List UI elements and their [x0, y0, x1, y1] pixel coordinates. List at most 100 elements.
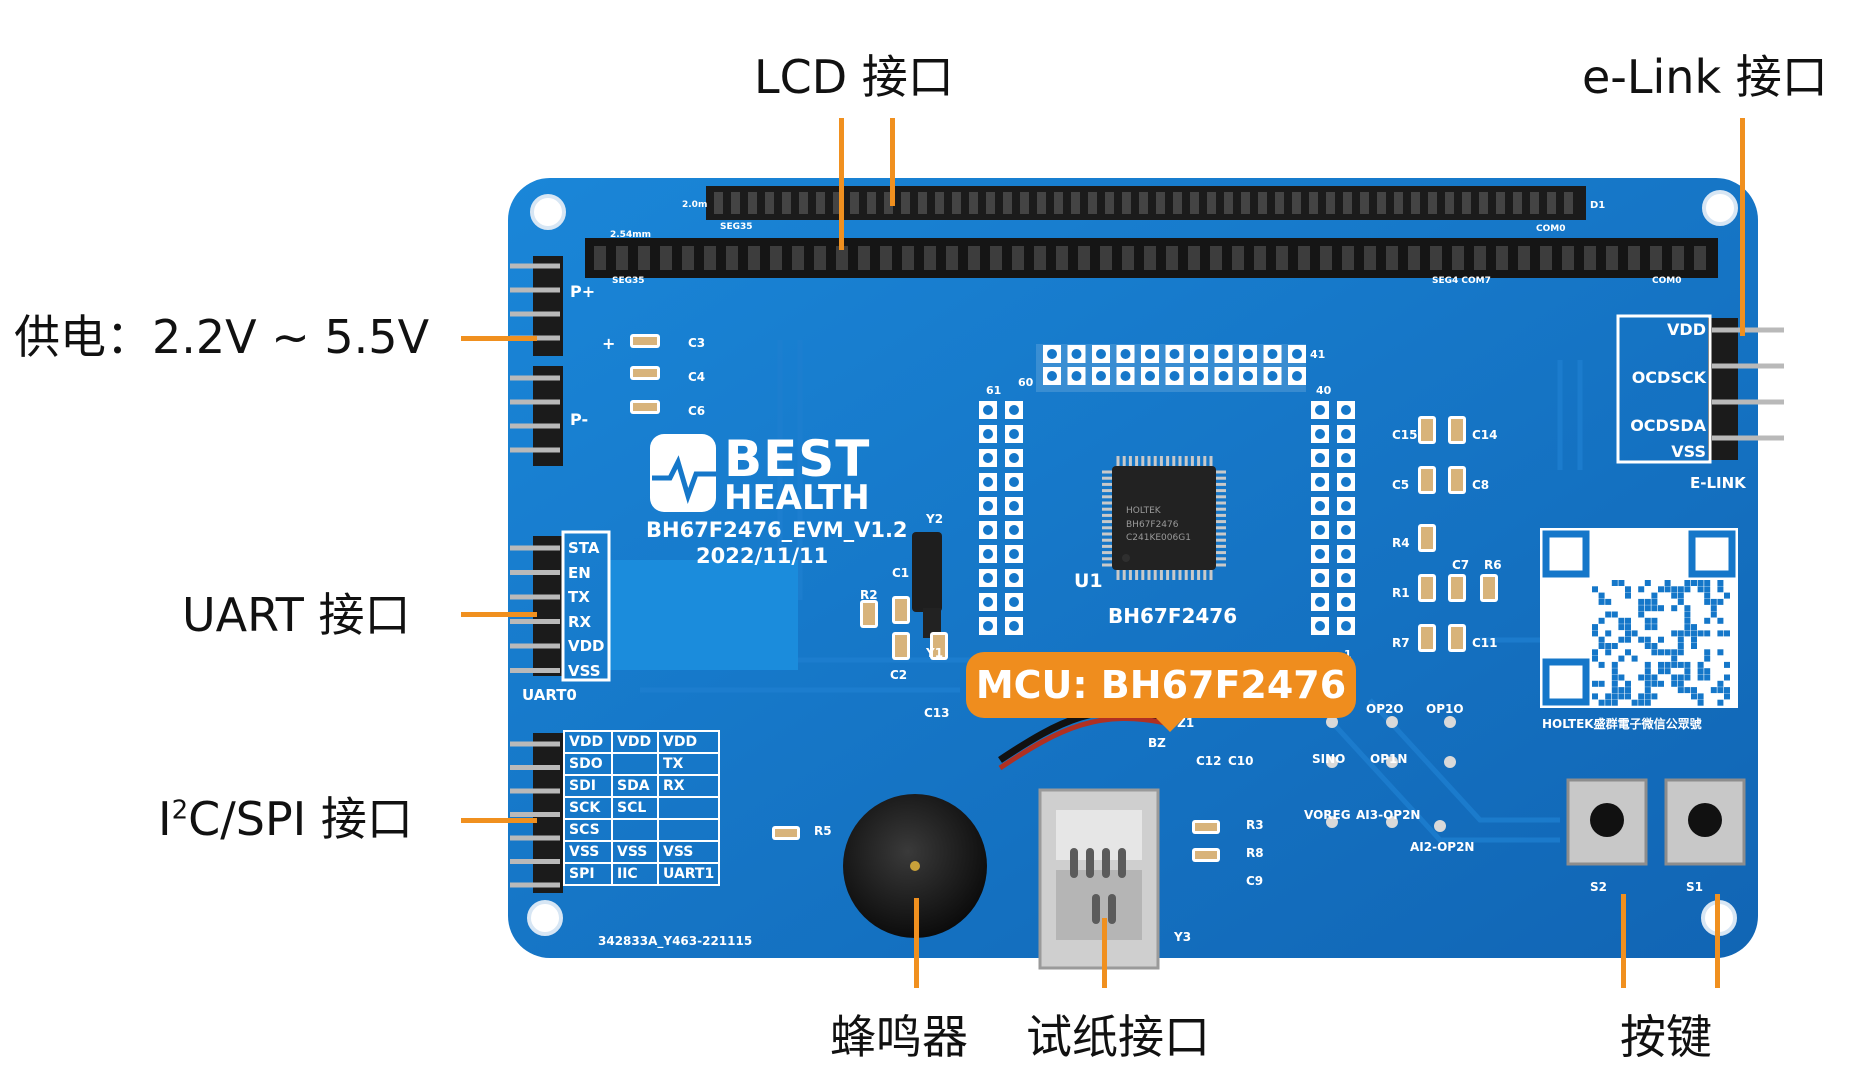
lcd-pin: [816, 192, 825, 214]
component-label-c10: C10: [1228, 754, 1254, 768]
lcd-pin: [1309, 192, 1318, 214]
lcd-pin: [1088, 192, 1097, 214]
component-label-c4: C4: [688, 370, 706, 384]
qr-module: [1724, 630, 1730, 637]
test-strip-connector: [1038, 788, 1160, 970]
breakout-pad-hole: [1292, 349, 1302, 359]
qr-module: [1651, 592, 1658, 599]
i2c-spi-table-cell: VDD: [611, 730, 659, 754]
breakout-pad-hole: [1341, 453, 1351, 463]
qr-module: [1704, 655, 1711, 662]
breakout-pad-hole: [1341, 501, 1351, 511]
silk-pitch-2mm: 2.0m: [682, 200, 708, 210]
breakout-pad-hole: [983, 429, 993, 439]
breakout-pad-hole: [1169, 371, 1180, 381]
uart-pin-vdd: VDD: [568, 637, 605, 655]
lcd-pin: [1479, 192, 1488, 214]
breakout-pad-hole: [1009, 621, 1019, 631]
qr-module: [1697, 668, 1704, 675]
testpoint-label: AI3-OP2N: [1356, 808, 1421, 822]
lcd-pin: [1003, 192, 1012, 214]
lcd-pin: [1386, 246, 1398, 270]
button-s1-leader-line: [1715, 894, 1720, 988]
lcd-pin: [1188, 246, 1200, 270]
qr-module: [1684, 687, 1691, 694]
component-label-r6: R6: [1484, 558, 1502, 572]
smd-part-body: [1451, 419, 1463, 441]
breakout-pad-hole: [1341, 573, 1351, 583]
lcd-pin: [1394, 192, 1403, 214]
qr-module: [1651, 605, 1658, 612]
lcd-pin: [638, 246, 650, 270]
qr-module: [1611, 580, 1618, 586]
qr-module: [1592, 680, 1598, 687]
smd-part-body: [1451, 469, 1463, 491]
i2c-spi-table-cell: TX: [656, 752, 721, 776]
lcd-pin: [1628, 246, 1640, 270]
lcd-pin: [1584, 246, 1596, 270]
qr-module: [1605, 699, 1612, 706]
lcd-pin: [1547, 192, 1556, 214]
lcd-pin: [880, 246, 892, 270]
qr-module: [1611, 699, 1618, 706]
lcd-pin: [748, 192, 757, 214]
silk-chip-name: BH67F2476: [1108, 604, 1238, 628]
lcd-pin: [969, 192, 978, 214]
qr-module: [1717, 630, 1724, 637]
qr-module: [1644, 598, 1651, 605]
qr-module: [1644, 605, 1651, 612]
breakout-pad-hole: [1047, 371, 1057, 381]
i2c-spi-table-cell: VSS: [611, 840, 659, 864]
qr-module: [1710, 605, 1717, 612]
silk-u1: U1: [1074, 570, 1103, 592]
qr-module: [1691, 687, 1697, 694]
lcd-pin: [968, 246, 980, 270]
silk-p-plus: P+: [570, 282, 596, 301]
lcd-pin: [918, 192, 927, 214]
qr-module: [1631, 655, 1638, 662]
qr-module: [1598, 680, 1605, 687]
breakout-pad-hole: [1341, 621, 1351, 631]
qr-module: [1704, 592, 1711, 599]
lcd-pin: [1078, 246, 1090, 270]
smd-part-body: [863, 603, 875, 625]
qr-module: [1598, 661, 1605, 668]
lcd-pin: [1292, 192, 1301, 214]
mcu-breakout-pads: [979, 344, 1355, 635]
smd-part-body: [1421, 627, 1433, 649]
component-label-c12: C12: [1196, 754, 1222, 768]
breakout-pad-hole: [1047, 349, 1057, 359]
qr-module: [1677, 674, 1684, 681]
qr-module: [1638, 693, 1645, 700]
lcd-pin: [1452, 246, 1464, 270]
qr-module: [1717, 699, 1724, 706]
qr-module: [1598, 699, 1605, 706]
test-strip-leader-line: [1102, 918, 1107, 988]
elink-pin-labels: VDD OCDSCK OCDSDA VSS: [1628, 320, 1706, 461]
qr-module: [1691, 630, 1697, 637]
lcd-pin: [660, 246, 672, 270]
breakout-pad-hole: [1315, 405, 1325, 415]
breakout-pad-hole: [983, 405, 993, 415]
uart-pin-labels: STA EN TX RX VDD VSS: [568, 536, 605, 683]
qr-module: [1658, 605, 1664, 612]
lcd-pin: [1462, 192, 1471, 214]
silk-pitch-254mm: 2.54mm: [610, 230, 651, 240]
lcd-pin: [1210, 246, 1222, 270]
testpoint-label: OP1N: [1370, 752, 1408, 766]
qr-module: [1671, 592, 1678, 599]
lcd-leader-line-2: [890, 118, 895, 206]
lcd-pin: [1258, 192, 1267, 214]
qr-module: [1605, 630, 1612, 637]
qr-module: [1677, 649, 1684, 656]
silk-d1: D1: [1590, 200, 1606, 211]
breakout-pad-hole: [1096, 349, 1106, 359]
elink-pin-vdd: VDD: [1667, 320, 1706, 339]
lcd-pin: [1694, 246, 1706, 270]
lcd-pin: [1037, 192, 1046, 214]
qr-module: [1605, 611, 1612, 618]
qr-module: [1671, 630, 1678, 637]
breakout-pad-hole: [1218, 371, 1229, 381]
